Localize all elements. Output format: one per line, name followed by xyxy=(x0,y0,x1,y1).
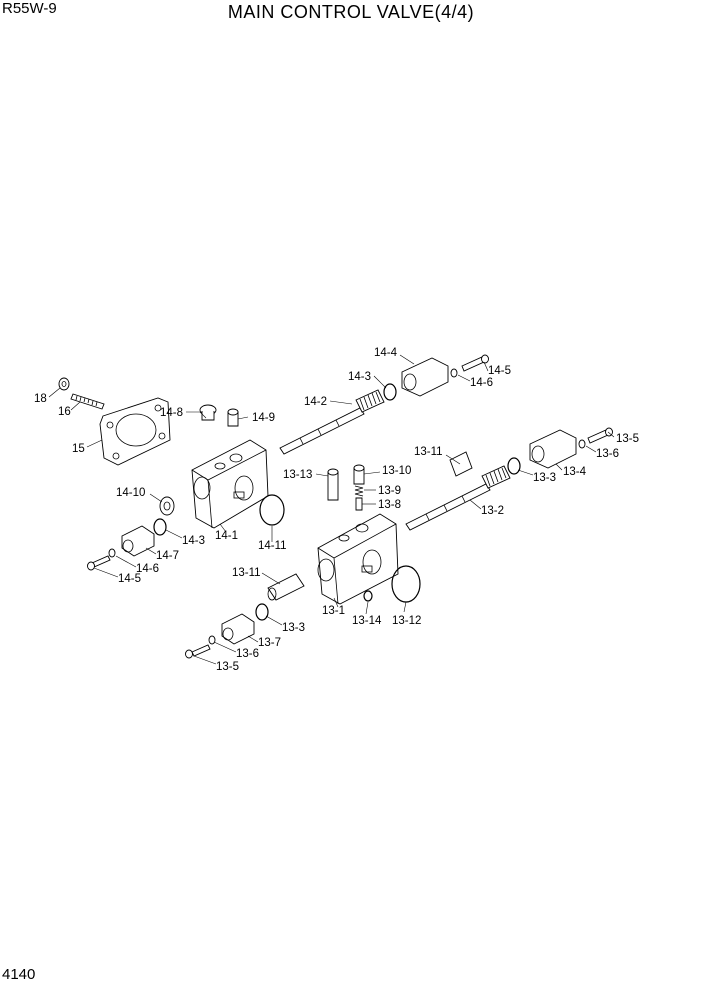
callout-13-10: 13-10 xyxy=(382,465,411,477)
part-14-10-plug xyxy=(159,496,175,516)
model-code: R55W-9 xyxy=(2,0,57,17)
callout-13-5-upper: 13-5 xyxy=(616,433,639,445)
part-13-6-washer-a xyxy=(578,439,586,449)
part-14-3-oring-b xyxy=(383,383,397,401)
part-13-1-valve-body xyxy=(317,513,399,605)
callout-13-6-upper: 13-6 xyxy=(596,448,619,460)
callout-13-3-lower: 13-3 xyxy=(282,622,305,634)
callout-13-9: 13-9 xyxy=(378,485,401,497)
part-14-6-washer-a xyxy=(108,548,116,558)
part-14-8-plug xyxy=(199,404,217,421)
part-13-6-washer-b xyxy=(208,635,216,645)
part-13-4-cover xyxy=(529,429,577,469)
callout-14-11: 14-11 xyxy=(258,540,287,552)
callout-14-2: 14-2 xyxy=(304,396,327,408)
callout-14-5: 14-5 xyxy=(118,573,141,585)
callout-14-8: 14-8 xyxy=(160,407,183,419)
callout-13-2: 13-2 xyxy=(481,505,504,517)
callout-13-12: 13-12 xyxy=(392,615,421,627)
part-13-3-oring-b xyxy=(255,603,269,621)
callout-13-1: 13-1 xyxy=(322,605,345,617)
part-13-10-plug xyxy=(353,464,365,485)
part-14-7-cover xyxy=(121,525,155,557)
callout-14-9: 14-9 xyxy=(252,412,275,424)
part-18-nut xyxy=(58,377,70,391)
callout-13-8: 13-8 xyxy=(378,499,401,511)
callout-13-3-upper: 13-3 xyxy=(533,472,556,484)
part-14-1-valve-body xyxy=(191,439,269,529)
part-13-9-spring xyxy=(354,485,364,497)
callout-14-6-upper: 14-6 xyxy=(470,377,493,389)
callout-13-6-lower: 13-6 xyxy=(236,648,259,660)
callout-13-5-lower: 13-5 xyxy=(216,661,239,673)
part-14-9-plug xyxy=(227,408,239,427)
callout-13-13: 13-13 xyxy=(283,469,312,481)
part-13-5-bolt-a xyxy=(587,427,613,444)
callout-14-6: 14-6 xyxy=(136,563,159,575)
part-13-7-cover xyxy=(221,613,255,645)
callout-14-1: 14-1 xyxy=(215,530,238,542)
leader-lines xyxy=(48,354,615,665)
callout-14-4: 14-4 xyxy=(374,347,398,359)
callout-14-3-upper: 14-3 xyxy=(348,371,371,383)
callout-13-4: 13-4 xyxy=(563,466,587,478)
part-14-3-oring-a xyxy=(153,518,167,536)
callout-14-7: 14-7 xyxy=(156,550,179,562)
callout-14-10: 14-10 xyxy=(116,487,145,499)
callout-18: 18 xyxy=(34,393,47,405)
callout-13-14: 13-14 xyxy=(352,615,382,627)
part-13-5-bolt-b xyxy=(185,644,211,659)
callout-15: 15 xyxy=(72,443,85,455)
part-16-stud xyxy=(70,393,105,410)
part-15-plate xyxy=(99,397,171,466)
part-14-4-cover xyxy=(401,357,449,397)
callout-13-11-lower: 13-11 xyxy=(232,567,261,579)
part-13-12-oring xyxy=(391,565,421,603)
callout-16: 16 xyxy=(58,406,71,418)
part-13-14-oring xyxy=(363,590,373,602)
page-title: MAIN CONTROL VALVE(4/4) xyxy=(227,2,475,22)
part-13-2-spool xyxy=(405,465,511,531)
part-13-11-cap-b xyxy=(267,573,305,601)
callout-13-11-upper: 13-11 xyxy=(414,446,443,458)
part-13-3-oring-a xyxy=(507,457,521,475)
callout-14-5-upper: 14-5 xyxy=(488,365,511,377)
callout-14-3: 14-3 xyxy=(182,535,205,547)
part-14-5-bolt-a xyxy=(87,555,111,571)
part-13-13-relief-valve xyxy=(327,468,339,501)
part-13-11-cap-a xyxy=(449,451,473,477)
part-13-8-poppet xyxy=(355,497,363,511)
page-number: 4140 xyxy=(2,966,36,983)
callout-13-7: 13-7 xyxy=(258,637,281,649)
part-14-2-spool xyxy=(279,389,385,455)
part-14-6-washer-b xyxy=(450,368,458,378)
part-14-11-oring xyxy=(259,494,285,526)
